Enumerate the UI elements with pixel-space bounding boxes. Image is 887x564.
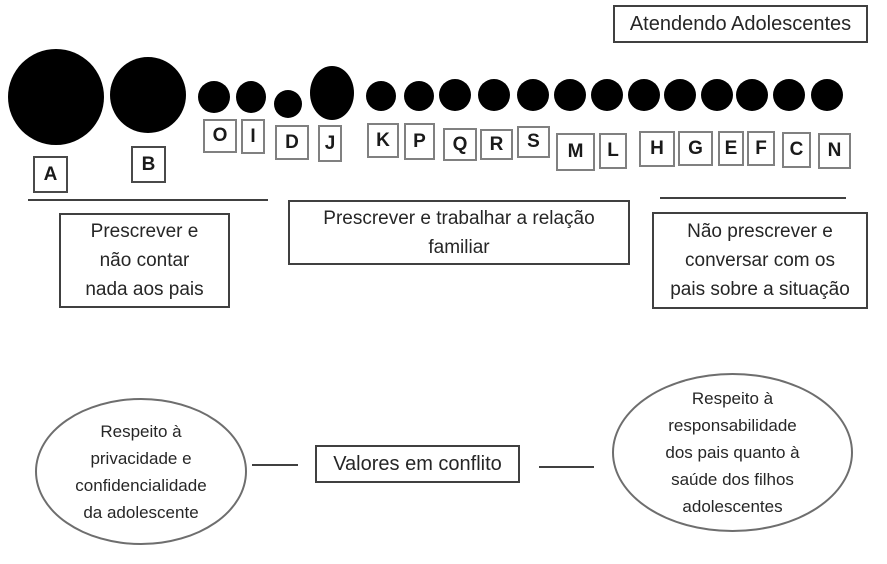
- conflict-connector-right: [539, 466, 594, 468]
- bubble-circle-H: [628, 79, 660, 111]
- bubble-label-G: G: [678, 131, 713, 166]
- category-text-line: Prescrever e trabalhar a relação: [323, 207, 595, 229]
- category-text-line: Não prescrever e: [687, 221, 833, 242]
- ellipse-text-line: confidencialidade: [75, 475, 207, 495]
- ellipse-text-line: privacidade e: [90, 448, 192, 468]
- bubble-circle-P: [404, 81, 434, 111]
- bubble-circle-R: [478, 79, 510, 111]
- bubble-label-E: E: [718, 131, 744, 166]
- bubble-circle-O: [198, 81, 230, 113]
- ellipse-text-line: dos pais quanto à: [665, 443, 800, 462]
- category-text-line: pais sobre a situação: [670, 279, 850, 300]
- group-underline-right: [660, 197, 846, 199]
- bubble-label-A: A: [33, 156, 68, 193]
- ellipse-text-line: saúde dos filhos: [671, 470, 794, 489]
- category-text-line: Prescrever e: [90, 221, 199, 242]
- ellipse-text-line: Respeito à: [100, 421, 182, 441]
- bubble-circle-M: [554, 79, 586, 111]
- bubble-label-R: R: [480, 129, 513, 160]
- bubble-circle-C: [773, 79, 805, 111]
- bubble-label-S: S: [517, 126, 550, 158]
- values-in-conflict-text: Valores em conflito: [333, 452, 502, 475]
- ellipse-text-line: da adolescente: [83, 502, 199, 522]
- bubble-label-C: C: [782, 132, 811, 168]
- category-box-not-prescribe-talk-parents: Não prescrever e conversar com os pais s…: [652, 212, 868, 309]
- bubble-label-L: L: [599, 133, 627, 169]
- values-in-conflict-box: Valores em conflito: [315, 445, 520, 483]
- bubble-circle-F: [736, 79, 768, 111]
- title-box: Atendendo Adolescentes: [613, 5, 868, 43]
- bubble-label-B: B: [131, 146, 166, 183]
- ellipse-text-line: adolescentes: [682, 497, 783, 516]
- bubble-label-Q: Q: [443, 128, 477, 161]
- bubble-circle-A: [8, 49, 104, 145]
- bubble-label-F: F: [747, 131, 775, 166]
- bubble-circle-J: [310, 66, 354, 120]
- bubble-label-J: J: [318, 125, 342, 162]
- bubble-circle-N: [811, 79, 843, 111]
- bubble-label-D: D: [275, 125, 309, 160]
- title-text: Atendendo Adolescentes: [629, 12, 852, 35]
- category-text-line: familiar: [428, 236, 490, 258]
- bubble-label-O: O: [203, 119, 237, 153]
- bubble-label-N: N: [818, 133, 851, 169]
- bubble-circle-S: [517, 79, 549, 111]
- category-box-prescribe-work-family-relation: Prescrever e trabalhar a relação familia…: [288, 200, 630, 265]
- category-text-line: não contar: [99, 250, 190, 271]
- bubble-circle-D: [274, 90, 302, 118]
- bubble-circle-K: [366, 81, 396, 111]
- bubble-circle-Q: [439, 79, 471, 111]
- bubble-label-I: I: [241, 119, 265, 154]
- bubble-circle-B: [110, 57, 186, 133]
- category-text-line: nada aos pais: [85, 279, 204, 300]
- bubble-label-M: M: [556, 133, 595, 171]
- bubble-circle-I: [236, 81, 266, 113]
- ellipse-text-line: Respeito à: [691, 389, 774, 408]
- ellipse-parents-responsibility: Respeito à responsabilidade dos pais qua…: [612, 373, 853, 532]
- bubble-label-H: H: [639, 131, 675, 167]
- category-text-line: conversar com os: [685, 250, 835, 271]
- group-underline-left: [28, 199, 268, 201]
- conflict-connector-left: [252, 464, 298, 466]
- ellipse-text-line: responsabilidade: [668, 416, 797, 435]
- bubble-label-K: K: [367, 123, 399, 158]
- bubble-circle-L: [591, 79, 623, 111]
- bubble-circle-G: [664, 79, 696, 111]
- bubble-label-P: P: [404, 123, 435, 160]
- category-box-prescribe-not-tell-parents: Prescrever e não contar nada aos pais: [59, 213, 230, 308]
- bubble-circle-E: [701, 79, 733, 111]
- ellipse-privacy-confidentiality: Respeito à privacidade e confidencialida…: [35, 398, 247, 545]
